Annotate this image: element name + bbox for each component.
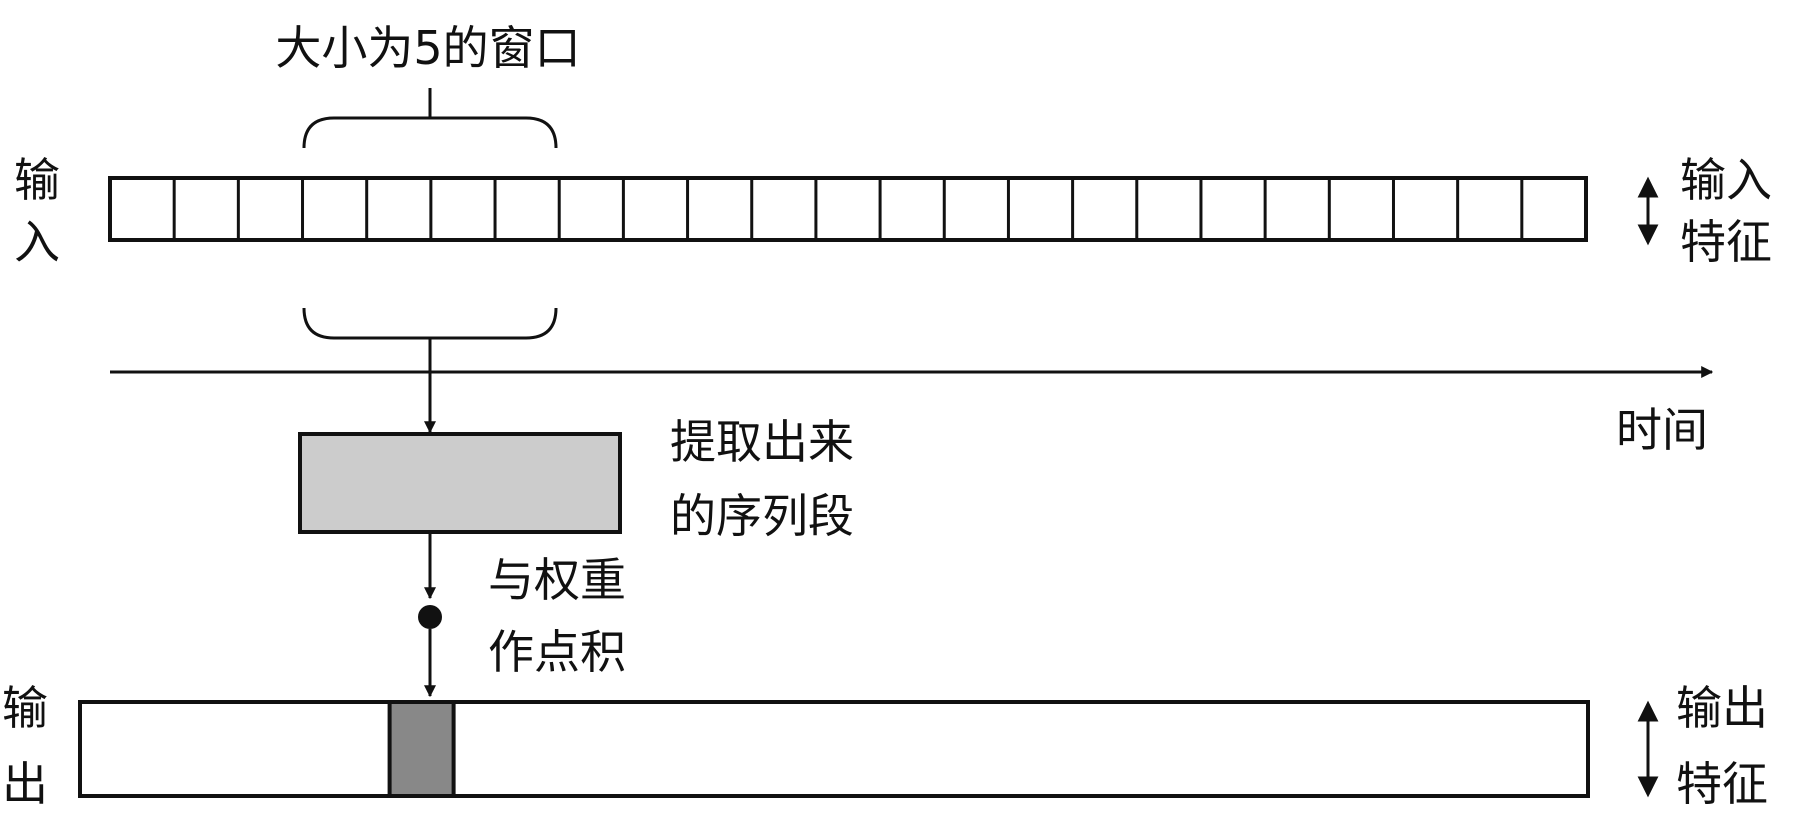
extracted-segment-label-2: 的序列段 (670, 489, 854, 543)
window-brace-bottom (302, 307, 558, 340)
output-sequence-frame (78, 700, 1590, 798)
input-left-label-1: 输 (14, 153, 60, 207)
extracted-segment-label-1: 提取出来 (670, 415, 854, 469)
time-axis-label: 时间 (1616, 403, 1708, 457)
input-sequence-cells (172, 178, 1524, 240)
dot-product-label-2: 作点积 (488, 625, 626, 679)
output-left-label-1: 输 (2, 681, 48, 735)
input-sequence-bar (108, 176, 1588, 242)
output-sequence-bar (78, 700, 1590, 798)
input-feature-label-1: 输入 (1680, 153, 1772, 207)
output-feature-double-arrow (1637, 700, 1659, 798)
input-feature-label-2: 特征 (1680, 215, 1772, 269)
input-feature-double-arrow (1637, 176, 1659, 246)
dot-product-node (418, 605, 442, 629)
output-feature-label-2: 特征 (1676, 757, 1768, 811)
window-label: 大小为5的窗口 (275, 21, 580, 75)
extracted-segment (298, 432, 622, 534)
window-brace-top (302, 88, 558, 149)
dot-product-label-1: 与权重 (488, 553, 626, 607)
output-highlighted-position (387, 700, 456, 798)
input-sequence-frame (108, 176, 1588, 242)
output-left-label-2: 出 (2, 757, 48, 811)
input-left-label-2: 入 (14, 215, 60, 269)
output-feature-label-1: 输出 (1676, 681, 1768, 735)
